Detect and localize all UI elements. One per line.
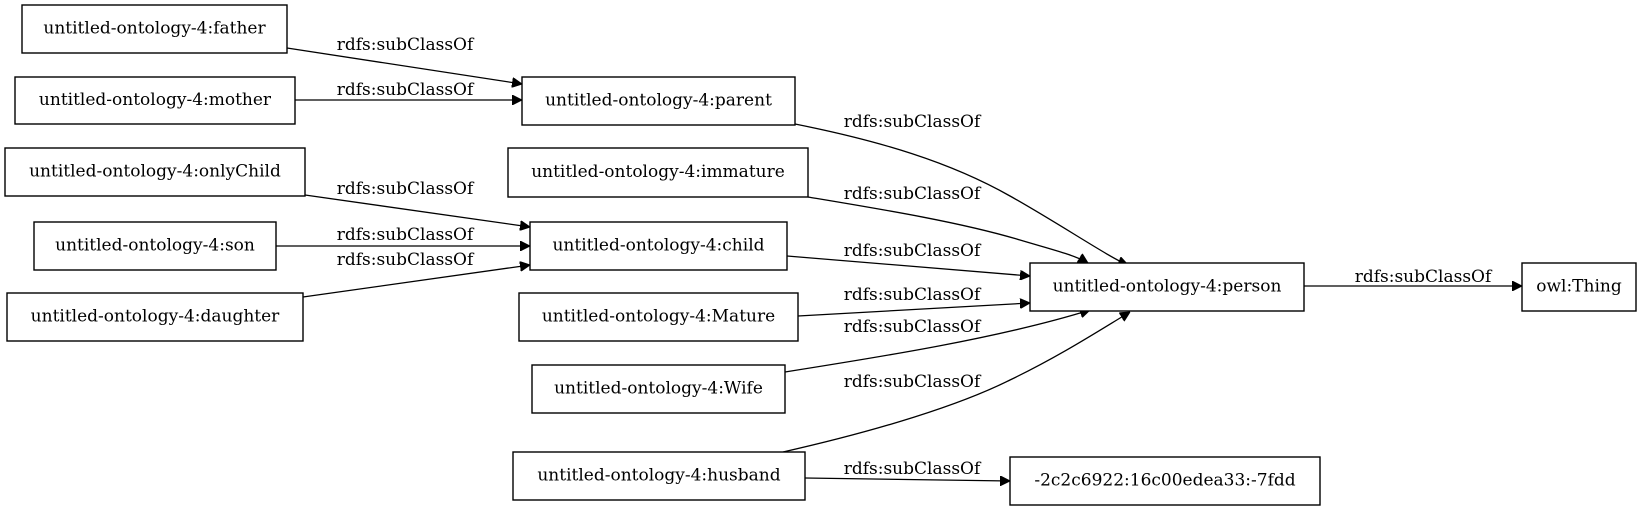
node-child[interactable]: untitled-ontology-4:child (529, 221, 788, 271)
edge-person-thing: rdfs:subClassOf (1304, 267, 1522, 287)
node-blank[interactable]: -2c2c6922:16c00edea33:-7fdd (1009, 456, 1321, 506)
node-label: untitled-ontology-4:Mature (542, 307, 775, 327)
node-label: untitled-ontology-4:father (43, 19, 266, 39)
edge-label: rdfs:subClassOf (337, 250, 475, 270)
node-son[interactable]: untitled-ontology-4:son (33, 221, 277, 271)
edge-mother-parent: rdfs:subClassOf (295, 80, 522, 100)
nodes: untitled-ontology-4:father untitled-onto… (4, 4, 1637, 506)
edge-wife-person: rdfs:subClassOf (784, 310, 1090, 373)
edge-label: rdfs:subClassOf (844, 241, 982, 261)
edges: rdfs:subClassOf rdfs:subClassOf rdfs:sub… (276, 35, 1522, 481)
edge-label: rdfs:subClassOf (844, 184, 982, 204)
edge-label: rdfs:subClassOf (337, 35, 475, 55)
edge-label: rdfs:subClassOf (844, 317, 982, 337)
edge-label: rdfs:subClassOf (844, 112, 982, 132)
edge-mature-person: rdfs:subClassOf (797, 285, 1030, 317)
node-label: -2c2c6922:16c00edea33:-7fdd (1034, 471, 1295, 491)
node-label: untitled-ontology-4:person (1053, 277, 1282, 297)
node-label: untitled-ontology-4:mother (39, 90, 272, 110)
edge-parent-person: rdfs:subClassOf (794, 112, 1128, 265)
node-label: untitled-ontology-4:immature (531, 162, 785, 182)
edge-label: rdfs:subClassOf (337, 225, 475, 245)
node-mother[interactable]: untitled-ontology-4:mother (14, 76, 296, 125)
edge-label: rdfs:subClassOf (844, 372, 982, 392)
node-label: untitled-ontology-4:Wife (554, 379, 763, 399)
node-father[interactable]: untitled-ontology-4:father (21, 4, 288, 54)
node-label: owl:Thing (1536, 277, 1622, 297)
edge-son-child: rdfs:subClassOf (276, 225, 530, 246)
edge-label: rdfs:subClassOf (337, 179, 475, 199)
node-label: untitled-ontology-4:daughter (31, 307, 281, 327)
node-husband[interactable]: untitled-ontology-4:husband (512, 451, 806, 501)
node-mature[interactable]: untitled-ontology-4:Mature (518, 292, 799, 342)
edge-label: rdfs:subClassOf (844, 459, 982, 479)
edge-label: rdfs:subClassOf (1355, 267, 1493, 287)
node-label: untitled-ontology-4:parent (545, 91, 772, 111)
edge-husband-person: rdfs:subClassOf (782, 312, 1130, 453)
node-daughter[interactable]: untitled-ontology-4:daughter (6, 292, 304, 342)
node-wife[interactable]: untitled-ontology-4:Wife (531, 364, 786, 414)
edge-immature-person: rdfs:subClassOf (807, 184, 1088, 263)
edge-husband-blank: rdfs:subClassOf (804, 459, 1010, 481)
edge-daughter-child: rdfs:subClassOf (302, 250, 530, 298)
edge-onlychild-child: rdfs:subClassOf (304, 179, 530, 227)
node-person[interactable]: untitled-ontology-4:person (1029, 262, 1305, 312)
node-label: untitled-ontology-4:child (552, 236, 764, 256)
node-label: untitled-ontology-4:onlyChild (29, 162, 281, 182)
edge-label: rdfs:subClassOf (337, 80, 475, 100)
node-owl-thing[interactable]: owl:Thing (1521, 262, 1637, 312)
node-label: untitled-ontology-4:son (55, 236, 255, 256)
node-immature[interactable]: untitled-ontology-4:immature (507, 147, 809, 198)
edge-label: rdfs:subClassOf (844, 285, 982, 305)
node-label: untitled-ontology-4:husband (537, 466, 780, 486)
node-onlychild[interactable]: untitled-ontology-4:onlyChild (4, 147, 306, 197)
edge-child-person: rdfs:subClassOf (786, 241, 1030, 276)
edge-father-parent: rdfs:subClassOf (286, 35, 522, 84)
node-parent[interactable]: untitled-ontology-4:parent (521, 76, 796, 126)
